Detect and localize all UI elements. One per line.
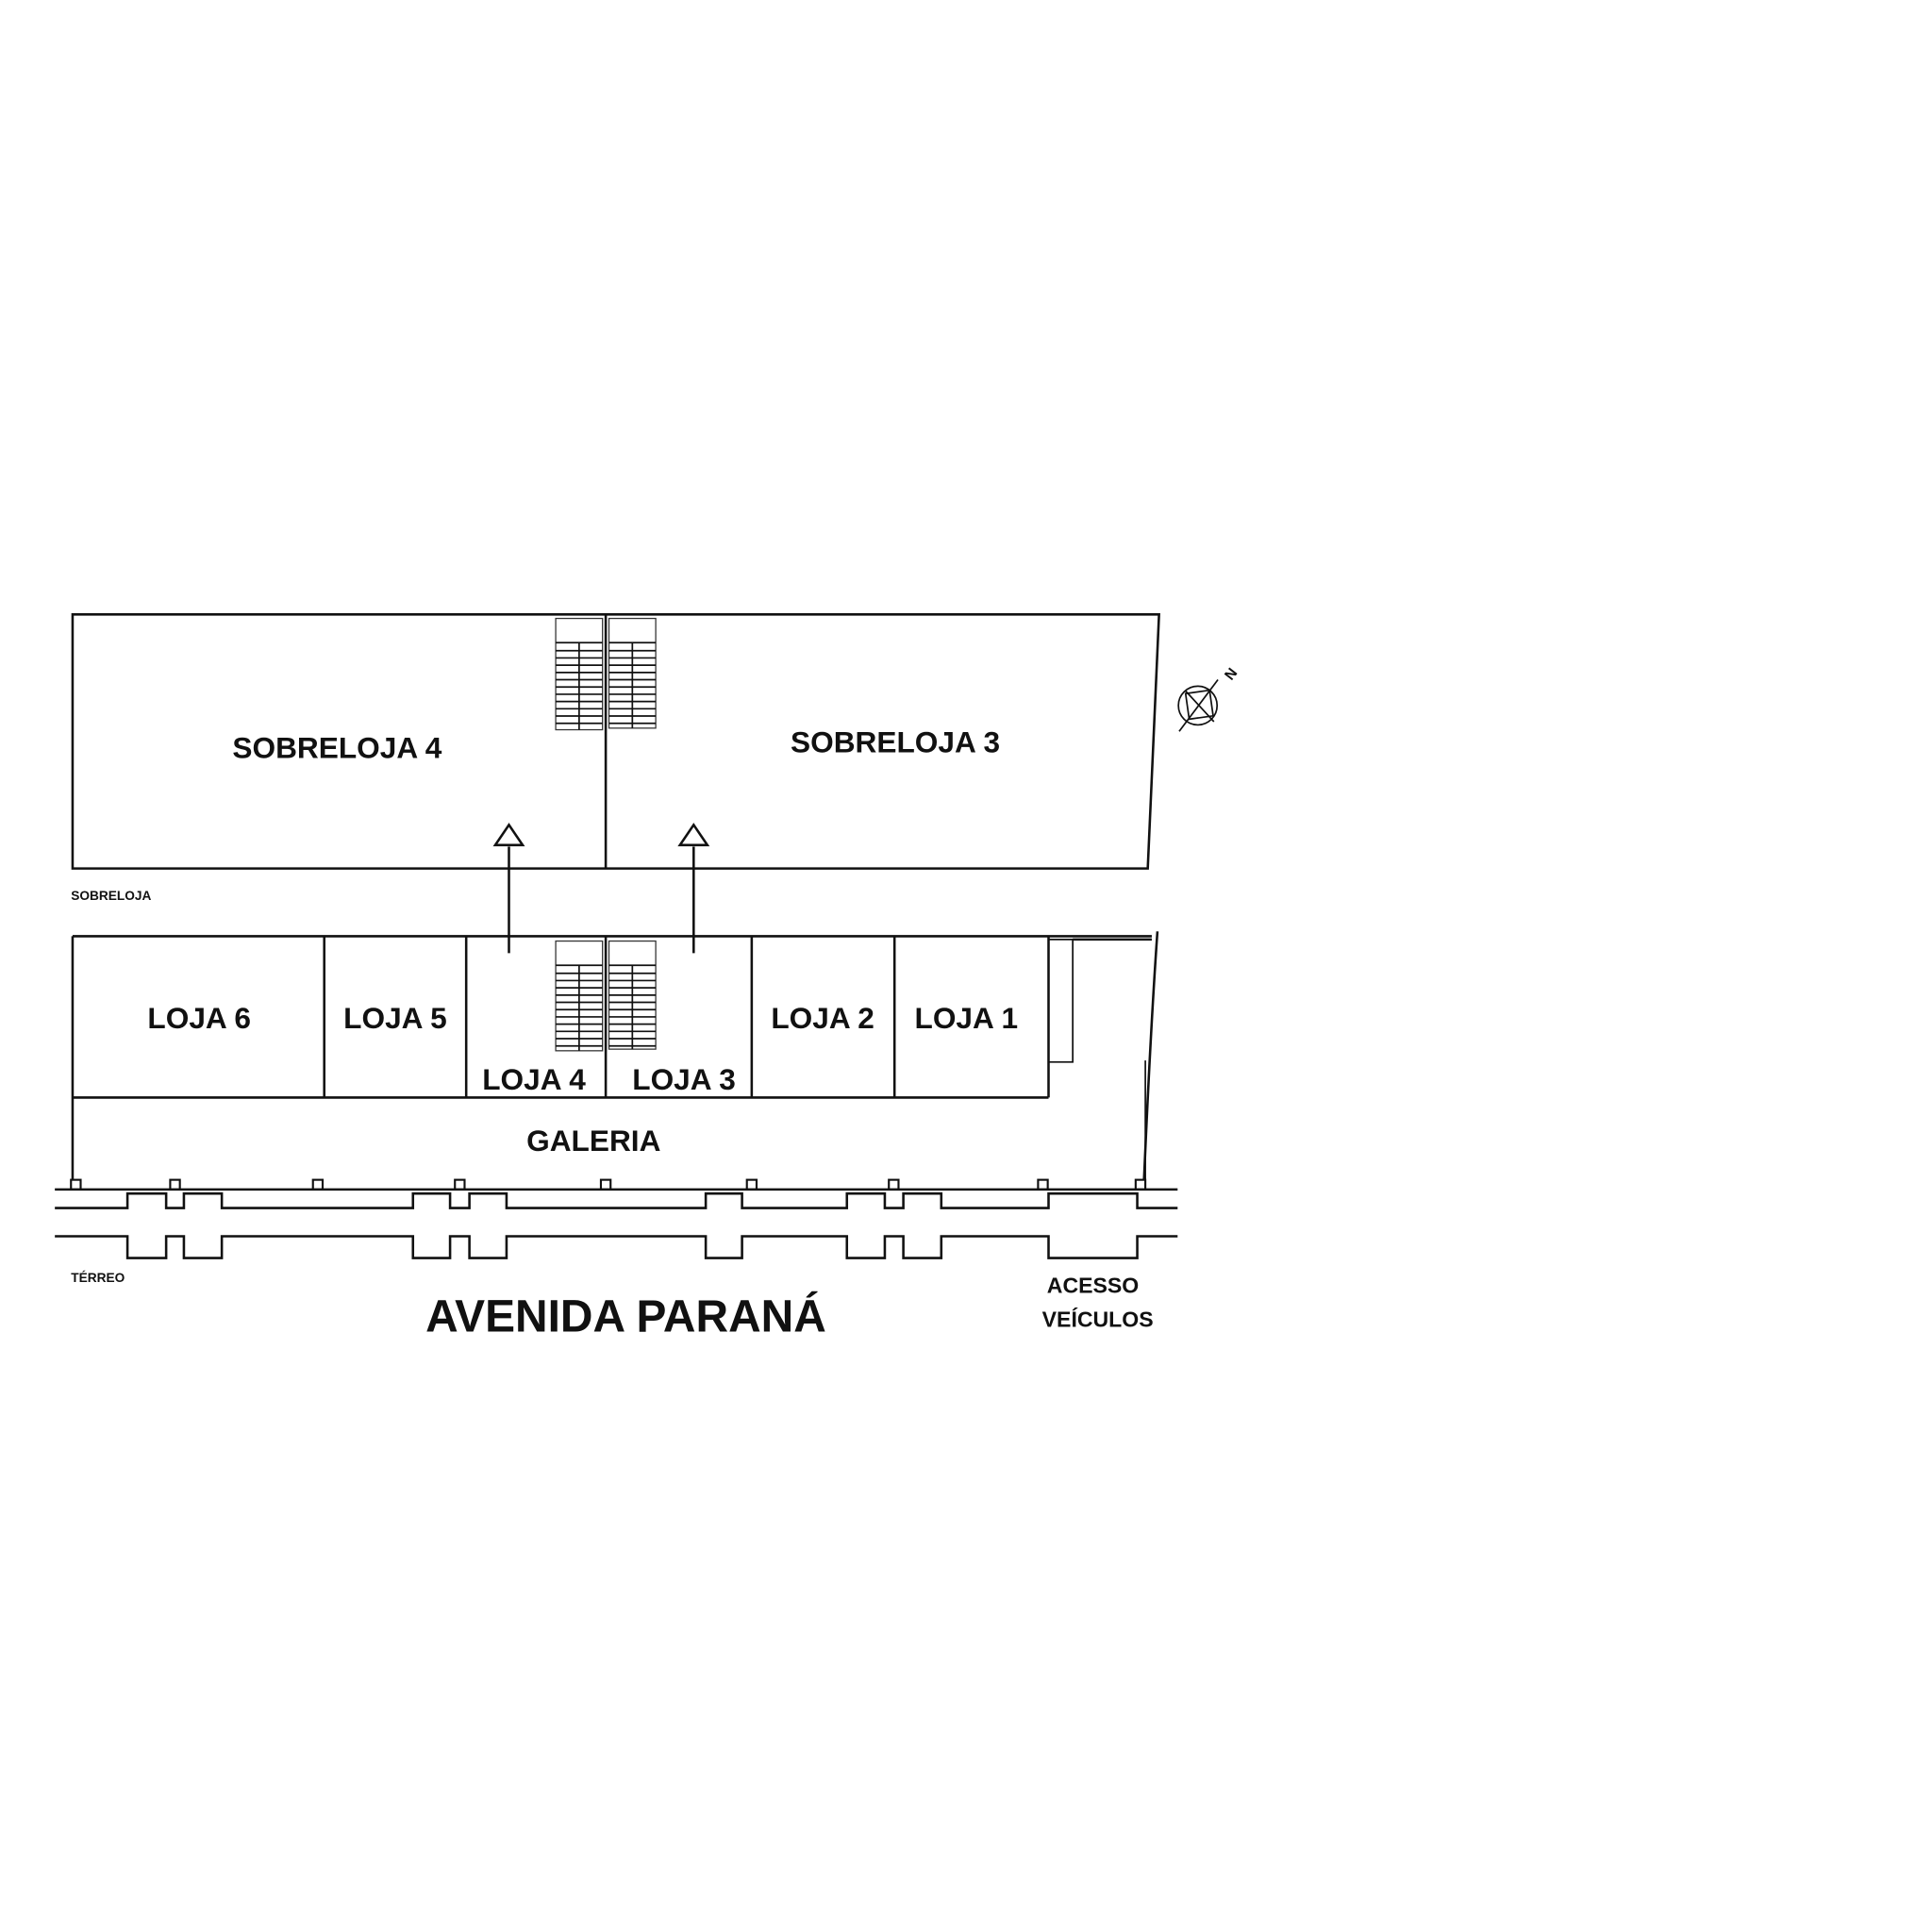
street-name: AVENIDA PARANÁ xyxy=(425,1291,826,1341)
floor-plan-diagram: SOBRELOJA 4 SOBRELOJA 3 N SOBRELOJA xyxy=(55,613,1241,1341)
store-loja-6: LOJA 6 xyxy=(147,1001,251,1035)
room-sobreloja-3: SOBRELOJA 3 xyxy=(791,724,1000,758)
room-sobreloja-4: SOBRELOJA 4 xyxy=(232,730,441,764)
vehicle-access-line-1: ACESSO xyxy=(1047,1273,1139,1297)
stairs-upper-left xyxy=(555,617,604,731)
pillars xyxy=(70,1178,1147,1191)
arrow-up-icon xyxy=(492,823,525,954)
floor-label-terreo: TÉRREO xyxy=(71,1271,125,1285)
north-arrow-icon: N xyxy=(1177,665,1241,732)
ground-floor-outline xyxy=(71,931,1159,1187)
stairs-ground-left xyxy=(555,940,604,1052)
store-loja-3: LOJA 3 xyxy=(632,1062,736,1096)
store-loja-2: LOJA 2 xyxy=(771,1001,874,1035)
sobreloja-outline xyxy=(71,613,1160,870)
arrow-up-icon xyxy=(677,823,710,954)
floor-label-sobreloja: SOBRELOJA xyxy=(71,889,151,903)
store-loja-1: LOJA 1 xyxy=(915,1001,1019,1035)
svg-text:N: N xyxy=(1222,665,1241,683)
vehicle-access-line-2: VEÍCULOS xyxy=(1042,1306,1154,1331)
sidewalk-lines xyxy=(55,1188,1178,1259)
stairs-ground-right xyxy=(608,940,657,1050)
store-loja-5: LOJA 5 xyxy=(343,1001,447,1035)
gallery-label: GALERIA xyxy=(526,1124,660,1158)
store-loja-4: LOJA 4 xyxy=(482,1062,586,1096)
stairs-upper-right xyxy=(608,617,657,729)
